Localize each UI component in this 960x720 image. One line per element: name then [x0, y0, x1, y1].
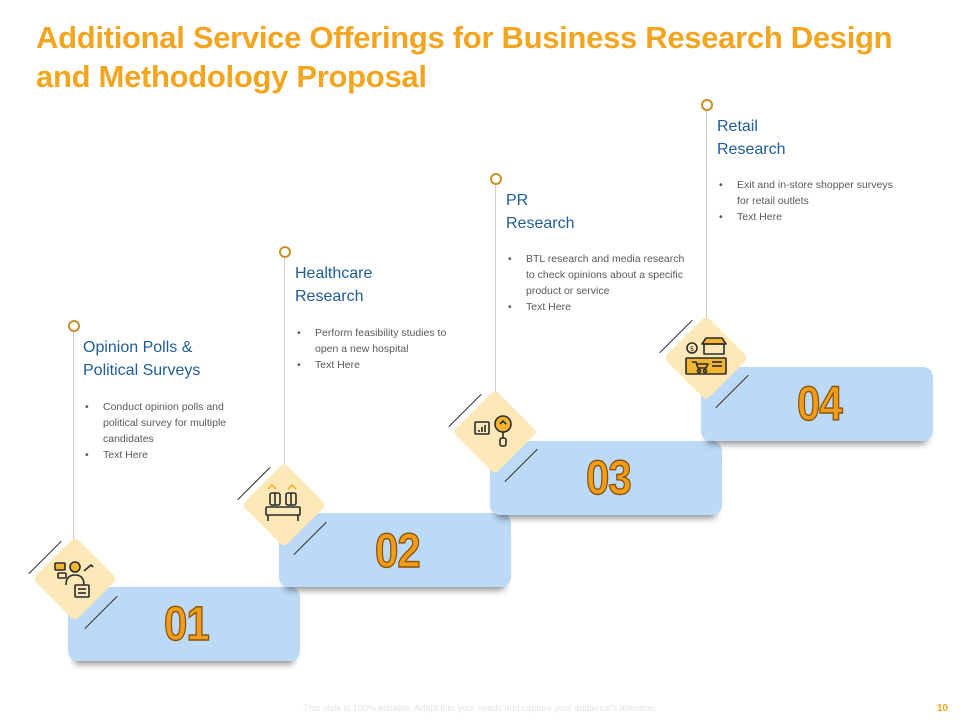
step-1-marker-circle [68, 320, 80, 332]
step-4-marker-circle [701, 99, 713, 111]
step-3-bullet-1: BTL research and media research to check… [506, 251, 696, 299]
step-3-bullet-2: Text Here [506, 299, 696, 315]
idea-chart-icon [474, 415, 512, 447]
step-2-heading: Healthcare Research [295, 262, 372, 308]
slide-title: Additional Service Offerings for Busines… [36, 18, 936, 96]
step-3-bullet-list: BTL research and media research to check… [506, 251, 696, 315]
svg-text:$: $ [690, 345, 694, 353]
slide-title-line2: and Methodology Proposal [36, 59, 427, 94]
step-2-number: 02 [374, 523, 421, 578]
step-1-bullet-1: Conduct opinion polls and political surv… [83, 399, 233, 447]
step-4-heading-line2: Research [717, 141, 786, 158]
step-3-connector-line [495, 185, 496, 395]
step-3-heading-line1: PR [506, 192, 529, 209]
step-4-bullet-1: Exit and in-store shopper surveys for re… [717, 177, 907, 209]
step-1-connector-line [73, 332, 74, 542]
step-3-heading: PR Research [506, 189, 574, 235]
step-1-bullet-list: Conduct opinion polls and political surv… [83, 399, 233, 463]
step-4-connector-line [706, 111, 707, 321]
step-2-heading-line2: Research [295, 288, 364, 305]
step-1-bullet-2: Text Here [83, 447, 233, 463]
footer-note: This slide is 100% editable. Adapt it to… [303, 703, 657, 713]
step-2-block [279, 513, 511, 587]
step-1-block [68, 587, 300, 661]
step-3-block [490, 441, 722, 515]
step-1-heading-line2: Political Surveys [83, 362, 201, 379]
step-4-heading: Retail Research [717, 115, 785, 161]
slide-title-line1: Additional Service Offerings for Busines… [36, 20, 893, 55]
step-2-heading-line1: Healthcare [295, 265, 373, 282]
step-4-number: 04 [796, 376, 843, 431]
step-4-heading-line1: Retail [717, 118, 758, 135]
step-2-connector-line [284, 258, 285, 468]
hospital-beds-icon [265, 484, 301, 521]
step-4-bullet-2: Text Here [717, 209, 907, 225]
step-4-block [701, 367, 933, 441]
step-1-heading: Opinion Polls & Political Surveys [83, 336, 200, 382]
step-3-marker-circle [490, 173, 502, 185]
step-2-bullet-list: Perform feasibility studies to open a ne… [295, 325, 455, 373]
survey-person-icon [54, 561, 94, 598]
step-4-bullet-list: Exit and in-store shopper surveys for re… [717, 177, 907, 225]
step-2-bullet-1: Perform feasibility studies to open a ne… [295, 325, 455, 357]
step-3-number: 03 [585, 450, 632, 505]
step-2-bullet-2: Text Here [295, 357, 455, 373]
retail-store-icon: $ [685, 337, 727, 375]
step-1-number: 01 [163, 596, 210, 651]
step-3-heading-line2: Research [506, 215, 575, 232]
step-1-heading-line1: Opinion Polls & [83, 339, 193, 356]
page-number: 10 [936, 703, 948, 714]
step-2-marker-circle [279, 246, 291, 258]
